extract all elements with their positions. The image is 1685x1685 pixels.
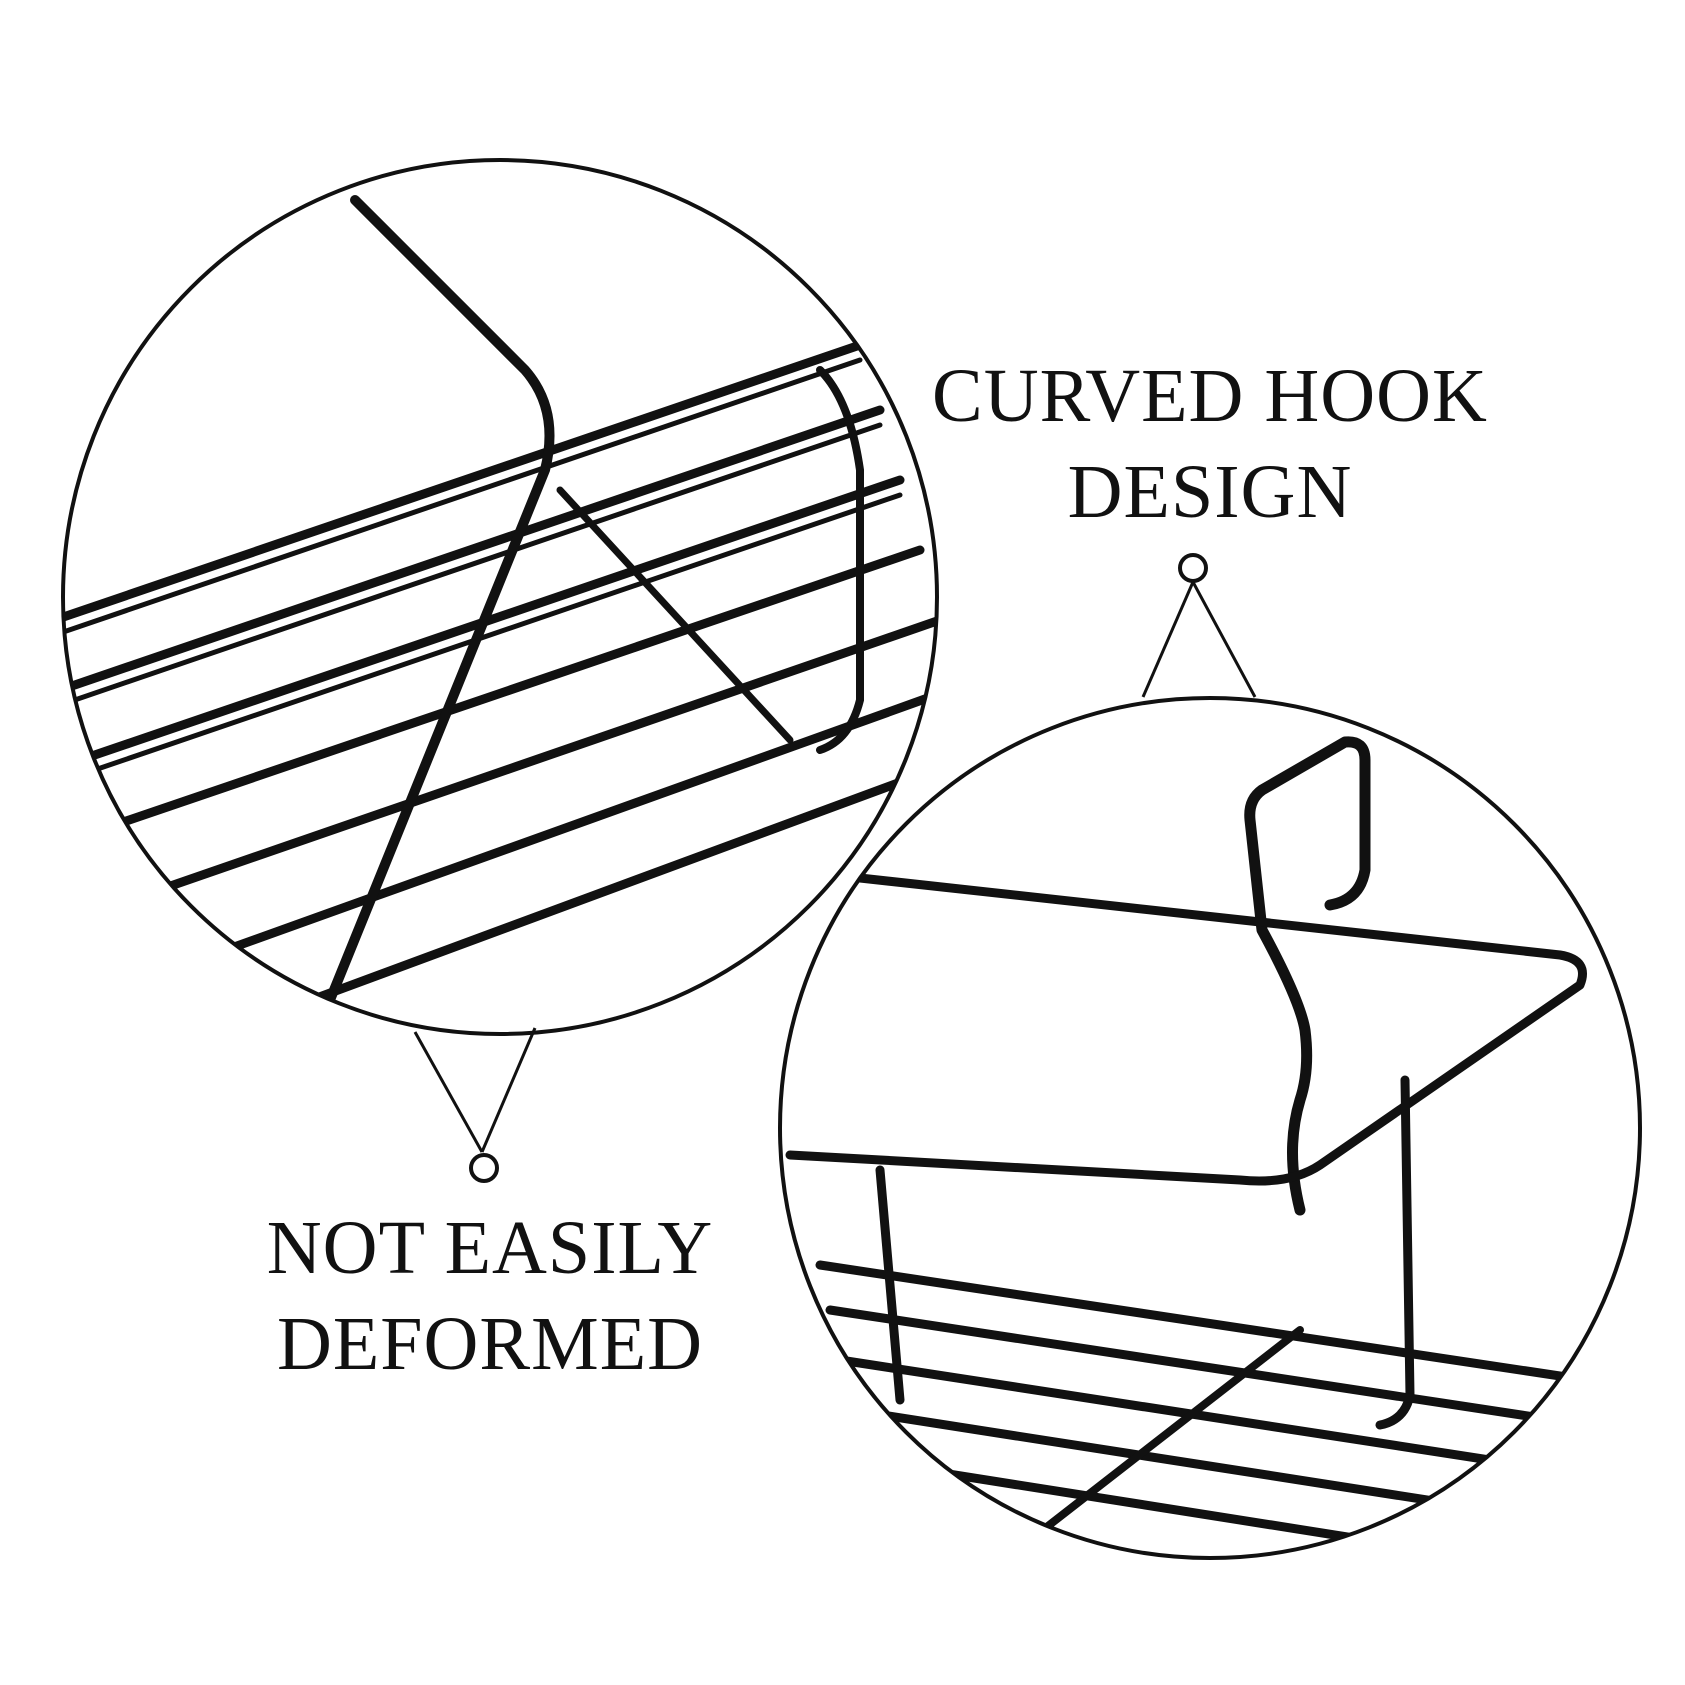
right-callout-pointer — [1141, 581, 1257, 698]
left-callout-pointer — [413, 1027, 537, 1153]
caption-line: NOT EASILY — [266, 1206, 714, 1290]
curved-hook-wire — [1244, 736, 1371, 1216]
wire-rails-bottom — [815, 1260, 1625, 1558]
caption-curved-hook-design: CURVED HOOK DESIGN — [880, 348, 1540, 540]
hollow-circle-icon — [469, 1153, 499, 1183]
frame-wire-top — [785, 873, 1587, 1186]
caption-line: DEFORMED — [276, 1302, 704, 1386]
hollow-circle-icon — [1178, 553, 1208, 583]
caption-not-easily-deformed: NOT EASILY DEFORMED — [200, 1200, 780, 1392]
support-wire — [325, 195, 555, 1005]
wire-rails — [63, 340, 937, 1034]
caption-line: CURVED HOOK — [932, 354, 1488, 438]
right-detail-circle — [778, 696, 1642, 1560]
caption-line: DESIGN — [1067, 450, 1353, 534]
left-detail-circle — [61, 158, 939, 1036]
